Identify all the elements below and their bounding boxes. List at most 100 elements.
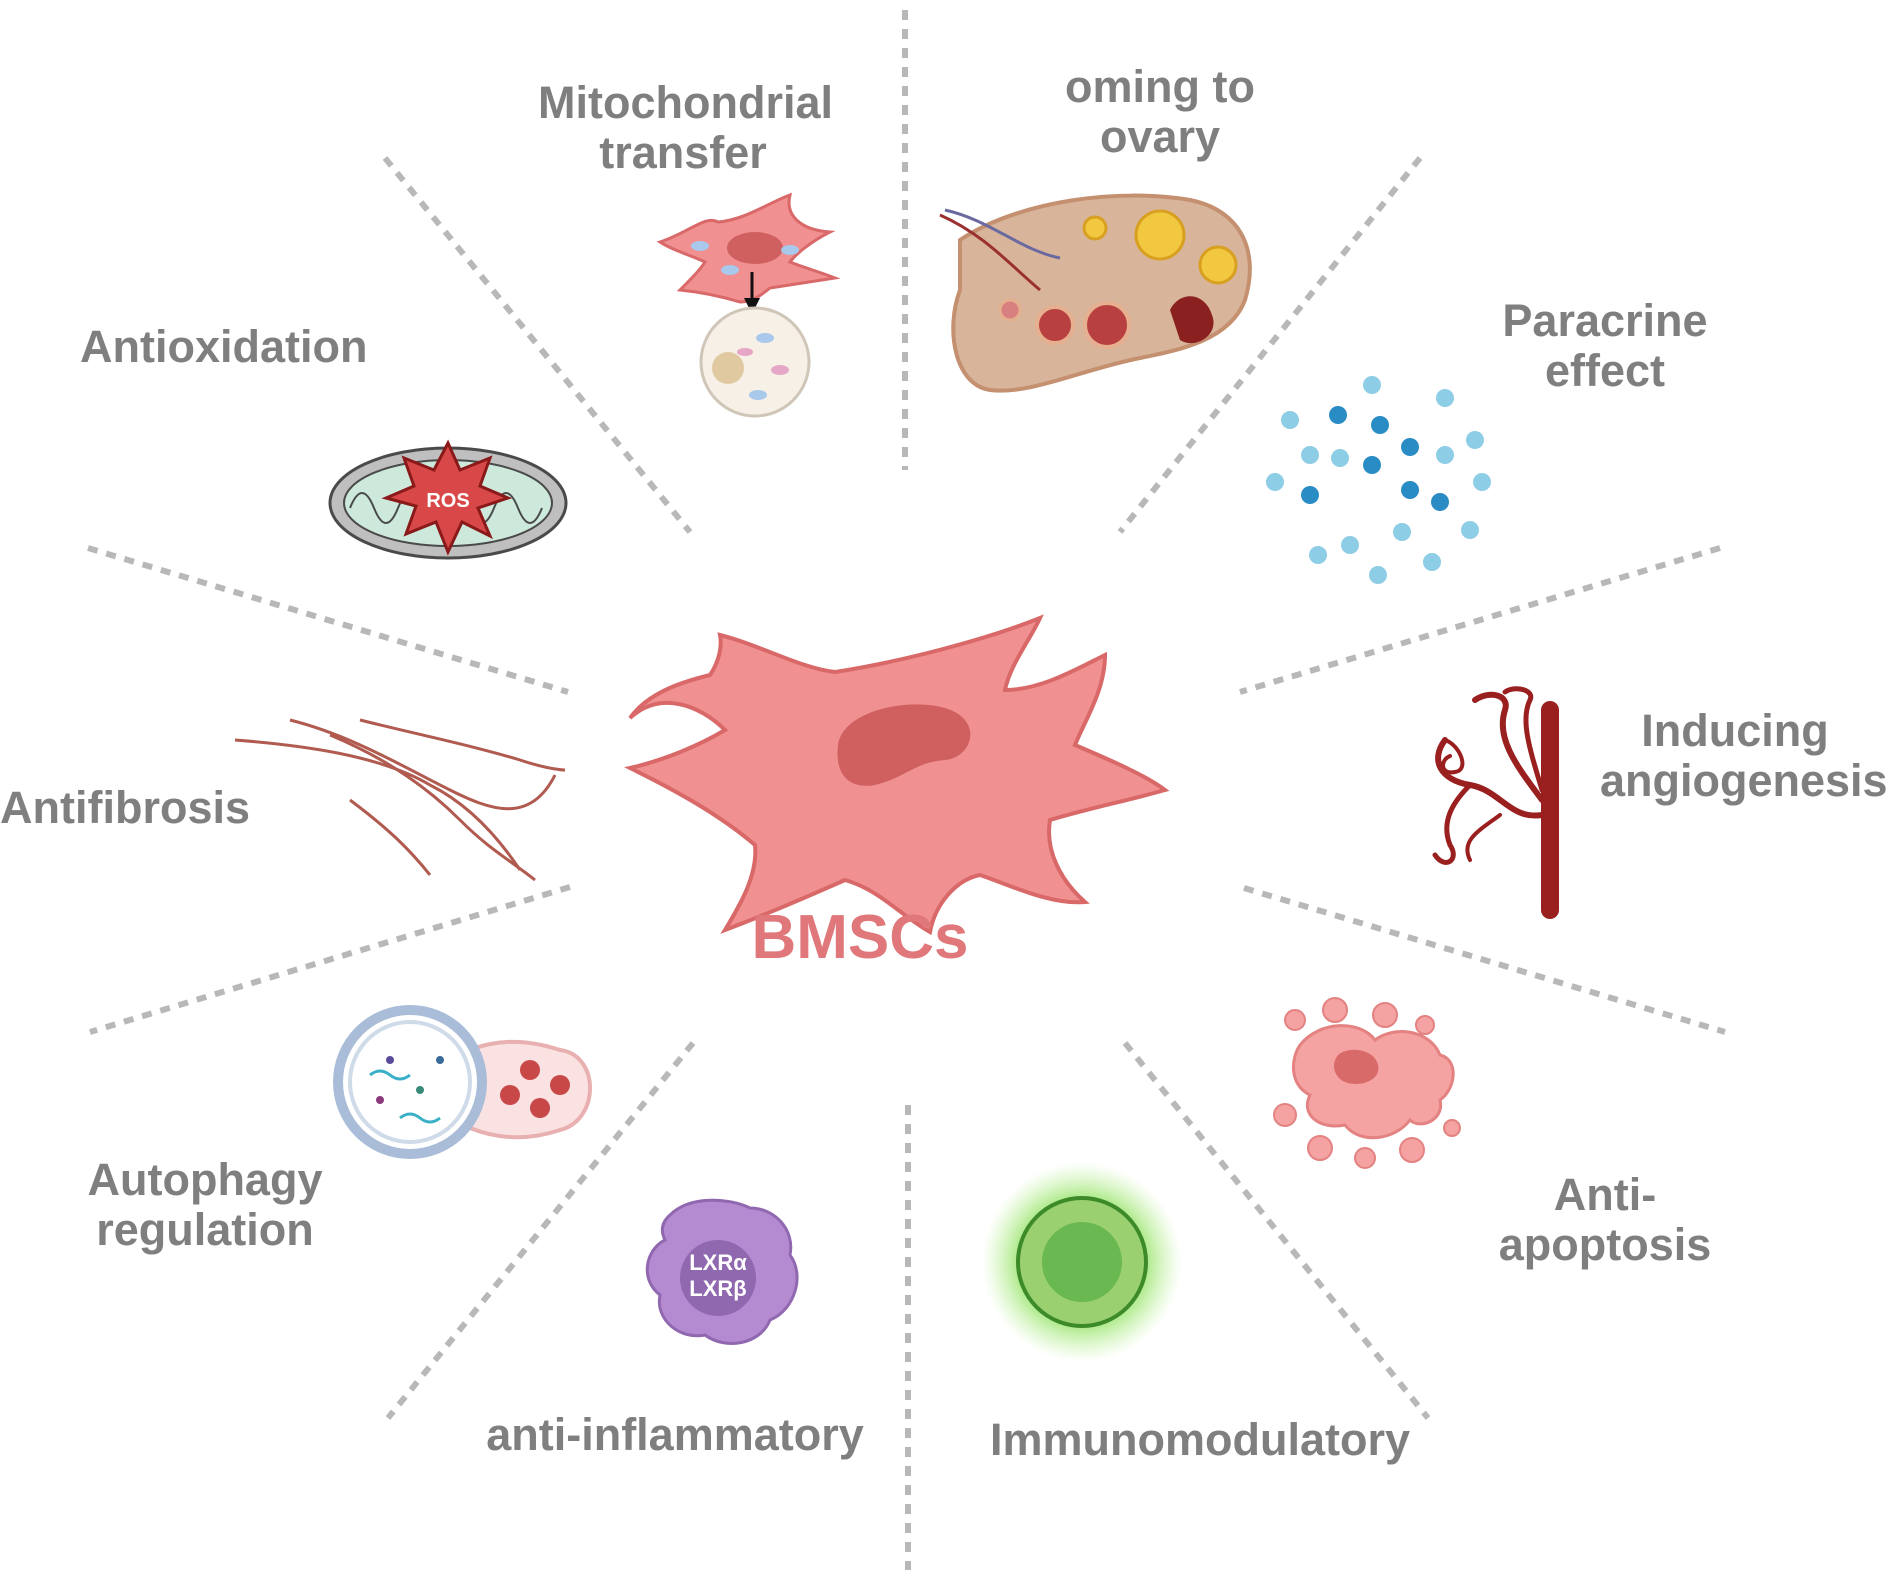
- label-mitochondrial-transfer: Mitochondrial transfer: [538, 77, 833, 178]
- divider-upper-left: [382, 156, 693, 534]
- ovary-ruptured-follicle: [1170, 296, 1214, 344]
- lysosome-enzyme: [500, 1085, 520, 1105]
- ros-burst: [381, 439, 513, 556]
- cargo-dot: [376, 1096, 384, 1104]
- autophagy-icon: [333, 1005, 592, 1159]
- label-line: oming to: [1065, 61, 1255, 112]
- ros-label: ROS: [426, 490, 469, 512]
- lysosome-enzyme: [550, 1075, 570, 1095]
- ovary-icon: [939, 193, 1252, 393]
- paracrine-dot: [1266, 473, 1284, 491]
- cargo-dot: [386, 1056, 394, 1064]
- lysosome-enzyme: [520, 1060, 540, 1080]
- lysosome-body: [468, 1039, 592, 1140]
- vessel-branch-5: [1441, 738, 1465, 775]
- paracrine-dot: [1363, 376, 1381, 394]
- apoptotic-fragment: [1284, 1009, 1306, 1031]
- divider-upper-right: [1117, 156, 1423, 534]
- label-line: Inducing: [1641, 705, 1829, 756]
- fiber: [349, 798, 432, 876]
- recipient-cell: [699, 306, 811, 418]
- paracrine-dot: [1331, 449, 1349, 467]
- vessel-branch-4: [1432, 782, 1473, 865]
- ovary-follicle-1: [1035, 305, 1075, 345]
- ovary-vessel-2: [939, 213, 1041, 292]
- label-line: Mitochondrial: [538, 77, 833, 128]
- cargo-dot: [436, 1056, 444, 1064]
- cargo-strand: [369, 1069, 411, 1081]
- paracrine-dot: [1309, 546, 1327, 564]
- apoptotic-fragment: [1307, 1135, 1333, 1161]
- ovary-corpus-luteum-1: [1134, 209, 1186, 261]
- apoptotic-nucleus: [1334, 1049, 1379, 1085]
- label-line: effect: [1544, 345, 1666, 396]
- paracrine-dot: [1363, 456, 1381, 474]
- paracrine-dot: [1329, 406, 1347, 424]
- label-paracrine-effect: Paracrine effect: [1470, 296, 1740, 396]
- recipient-mito-1: [756, 333, 774, 343]
- immune-cell-nucleus: [1042, 1222, 1122, 1302]
- paracrine-dots-icon: [1266, 376, 1491, 584]
- ovary-follicle-2: [1083, 301, 1131, 349]
- immune-cell-icon: [982, 1162, 1182, 1362]
- ovary-corpus-luteum-2: [1198, 245, 1238, 285]
- paracrine-dot: [1401, 438, 1419, 456]
- fibrosis-fibers-icon: [234, 718, 566, 882]
- paracrine-dot: [1436, 446, 1454, 464]
- paracrine-dot: [1301, 486, 1319, 504]
- apoptotic-fragment: [1443, 1119, 1461, 1137]
- divider-mid-right-lower: [1243, 885, 1726, 1035]
- paracrine-dot: [1436, 389, 1454, 407]
- transfer-arrow-head: [744, 298, 760, 314]
- divider-lower-right: [1122, 1041, 1431, 1420]
- apoptotic-fragment: [1354, 1147, 1376, 1169]
- bmsc-cell-illustration: [624, 614, 1170, 936]
- apoptotic-fragment: [1372, 1002, 1398, 1028]
- apoptotic-fragment: [1399, 1137, 1425, 1163]
- angiogenesis-icon: [1432, 686, 1559, 919]
- label-anti-inflammatory: anti-inflammatory: [486, 1409, 864, 1460]
- paracrine-dot: [1423, 553, 1441, 571]
- apoptotic-fragment: [1415, 1015, 1435, 1035]
- paracrine-dot: [1401, 481, 1419, 499]
- label-line: regulation: [96, 1204, 314, 1255]
- paracrine-dot: [1431, 493, 1449, 511]
- divider-lines: [87, 10, 1726, 1570]
- label-anti-apoptosis: Anti- apoptosis: [1480, 1170, 1730, 1270]
- donor-mito-1: [691, 241, 709, 251]
- paracrine-dot: [1341, 536, 1359, 554]
- label-line: Autophagy: [87, 1154, 323, 1205]
- mitochondrial-transfer-icon: [656, 192, 841, 418]
- paracrine-dot: [1473, 473, 1491, 491]
- divider-lower-left: [385, 1041, 696, 1420]
- recipient-nucleus: [712, 352, 744, 384]
- donor-mito-2: [721, 265, 739, 275]
- mitochondrion-ros-icon: ROS: [328, 439, 568, 560]
- autophagosome-inner-ring: [348, 1020, 472, 1144]
- label-immunomodulatory: Immunomodulatory: [989, 1414, 1410, 1465]
- paracrine-dot: [1393, 523, 1411, 541]
- divider-mid-left-lower: [89, 884, 571, 1035]
- label-line: transfer: [599, 127, 767, 178]
- label-line: apoptosis: [1498, 1219, 1712, 1270]
- cargo-strand: [399, 1112, 441, 1124]
- donor-nucleus: [727, 232, 783, 264]
- lysosome-enzyme: [530, 1098, 550, 1118]
- label-autophagy-regulation: Autophagy regulation: [80, 1155, 330, 1255]
- paracrine-dot: [1371, 416, 1389, 434]
- fiber: [359, 718, 566, 772]
- vessel-branch-3: [1502, 686, 1545, 793]
- bmsc-title: BMSCs: [751, 903, 968, 972]
- fiber: [329, 733, 536, 882]
- recipient-mito-3: [749, 390, 767, 400]
- vessel-branch-6: [1465, 813, 1502, 862]
- apoptotic-cell-icon: [1273, 997, 1461, 1169]
- label-homing-to-ovary: oming to ovary: [1040, 62, 1280, 162]
- apoptotic-fragment: [1273, 1103, 1297, 1127]
- label-line: angiogenesis: [1600, 755, 1888, 806]
- label-inducing-angiogenesis: Inducing angiogenesis: [1600, 705, 1888, 806]
- macrophage-nucleus: [680, 1240, 756, 1316]
- vessel-branch-2: [1472, 691, 1545, 803]
- paracrine-dot: [1369, 566, 1387, 584]
